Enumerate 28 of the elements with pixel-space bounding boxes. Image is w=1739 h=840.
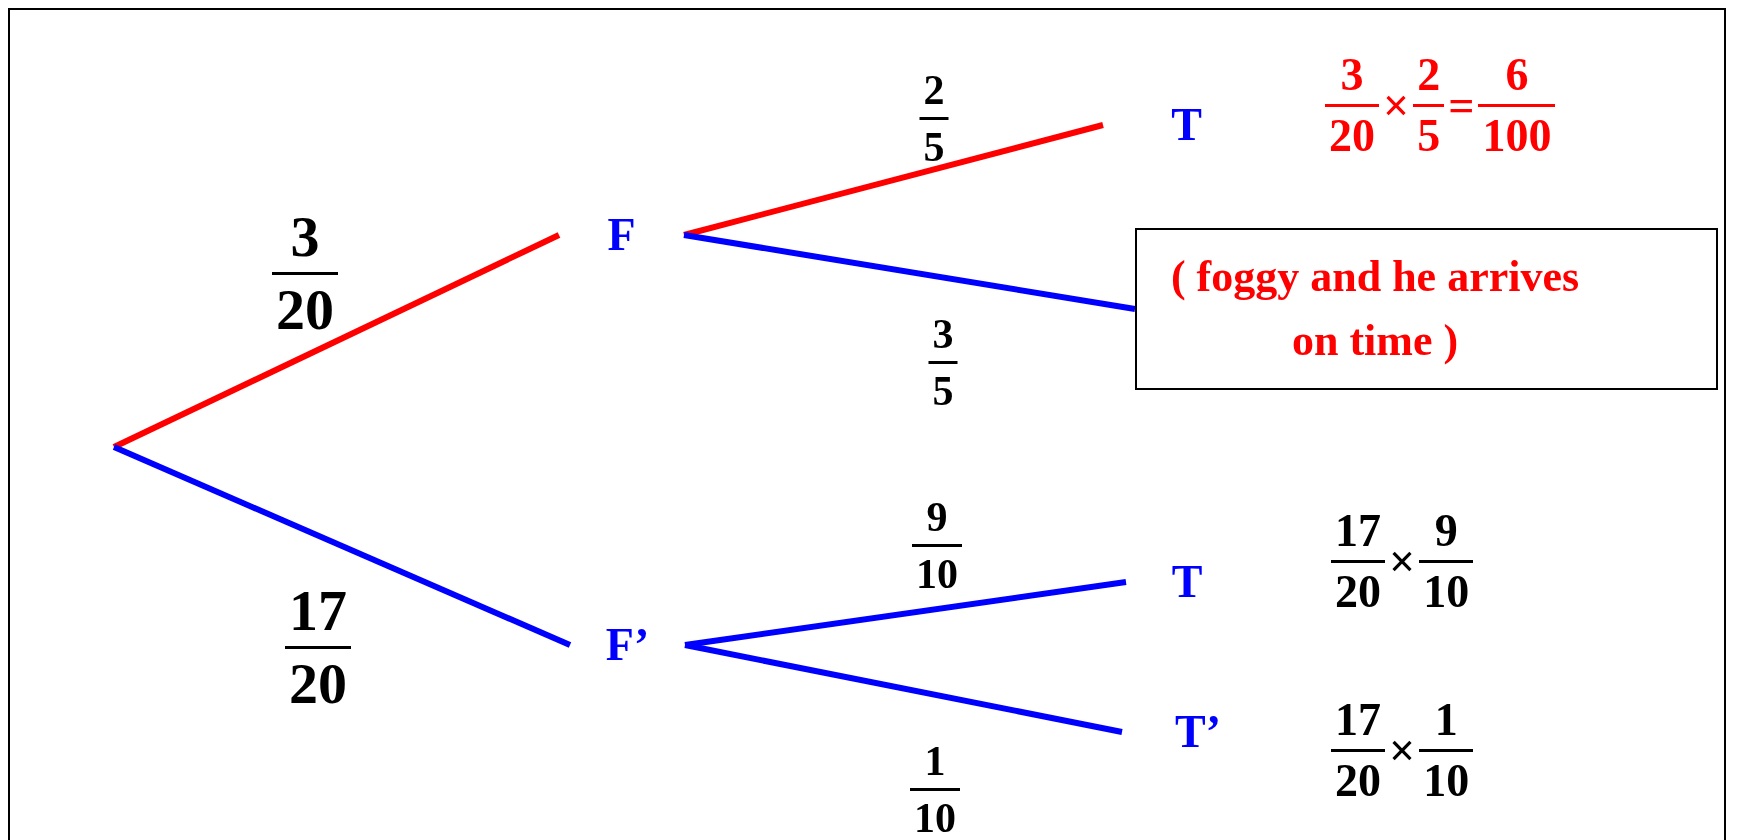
fraction: 1 10 — [1419, 697, 1474, 804]
operator: × — [1388, 727, 1417, 774]
outcome-label: T — [1171, 102, 1202, 148]
callout-box — [1135, 228, 1718, 390]
tree-branch — [684, 642, 1123, 735]
operator: × — [1388, 538, 1417, 585]
edge-label: 2 5 — [919, 69, 949, 168]
outcome-label: F — [607, 212, 636, 258]
outcome-label: F’ — [605, 622, 650, 668]
fraction: 3 20 — [1325, 52, 1379, 159]
edge-label: 3 20 — [272, 208, 338, 339]
edge-label: 3 5 — [928, 313, 958, 412]
fraction: 17 20 — [1331, 697, 1385, 804]
edge-label: 9 10 — [912, 496, 962, 595]
tree-branch — [112, 232, 561, 450]
edge-label: 1 10 — [910, 740, 960, 839]
fraction: 2 5 — [1413, 52, 1445, 159]
outcome-label: T’ — [1175, 709, 1221, 755]
tree-branch — [112, 444, 572, 648]
operator: = — [1447, 82, 1476, 129]
fraction: 9 10 — [1419, 508, 1474, 615]
tree-branch — [683, 232, 1136, 312]
outcome-label: T — [1171, 559, 1203, 605]
fraction: 6 100 — [1478, 52, 1556, 159]
fraction: 17 20 — [1331, 508, 1385, 615]
callout-text: ( foggy and he arrives on time ) — [1169, 251, 1581, 367]
edge-label: 17 20 — [285, 582, 351, 713]
operator: × — [1382, 82, 1411, 129]
